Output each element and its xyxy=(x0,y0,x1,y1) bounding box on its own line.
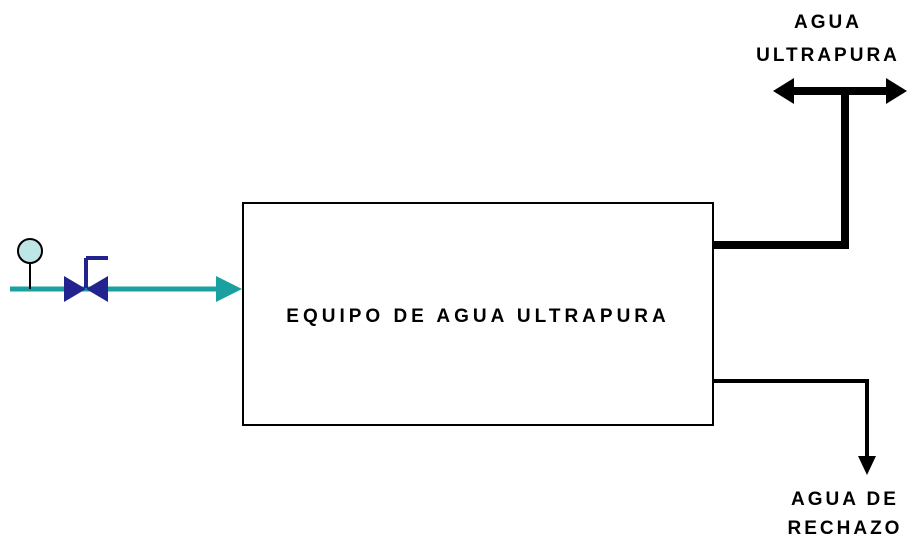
pressure-gauge-icon xyxy=(17,238,43,289)
equipment-box: EQUIPO DE AGUA ULTRAPURA xyxy=(242,202,714,426)
inlet-arrow-icon xyxy=(216,276,242,302)
product-label-line2: ULTRAPURA xyxy=(756,45,900,66)
reject-label-line2: RECHAZO xyxy=(788,518,903,537)
product-outlet-line xyxy=(713,78,907,249)
reject-label-line1: AGUA DE xyxy=(791,489,899,510)
arrow-right-icon xyxy=(886,78,907,104)
reject-outlet-line xyxy=(713,379,876,475)
product-label-line1: AGUA xyxy=(794,12,862,33)
valve-icon xyxy=(64,256,108,302)
inlet-line xyxy=(10,276,242,302)
arrow-down-icon xyxy=(858,456,876,475)
arrow-left-icon xyxy=(773,78,794,104)
equipment-label: EQUIPO DE AGUA ULTRAPURA xyxy=(286,306,669,327)
